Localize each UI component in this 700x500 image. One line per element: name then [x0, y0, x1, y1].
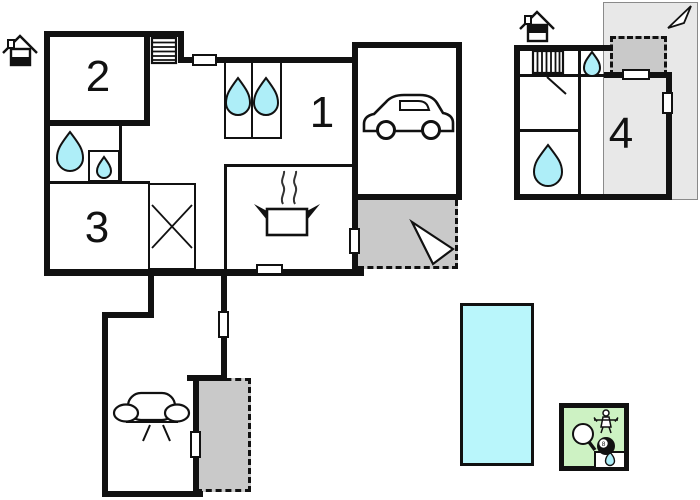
wc-box — [88, 150, 120, 182]
house-ground-floor-icon — [2, 34, 38, 67]
room-1-label: 1 — [309, 88, 335, 137]
stove-pot-icon — [254, 170, 320, 237]
wall — [352, 42, 358, 200]
wall — [119, 123, 122, 183]
lower-balcony-dashed-area — [196, 378, 251, 492]
door-opening — [349, 228, 360, 254]
wall — [224, 166, 227, 269]
stairs-icon — [150, 36, 178, 65]
wardrobe-box — [148, 183, 196, 270]
wall — [44, 31, 184, 37]
swimming-pool — [460, 303, 534, 466]
wall — [514, 45, 613, 51]
wall — [44, 120, 150, 126]
games-room-wc-box — [594, 451, 626, 469]
wall — [178, 31, 184, 63]
stairs-icon — [531, 49, 565, 75]
room-3-label: 3 — [84, 203, 110, 252]
shower-box — [224, 60, 282, 139]
wall — [102, 312, 154, 318]
wall — [352, 42, 462, 48]
house-upper-floor-icon — [519, 10, 555, 43]
wall — [187, 375, 227, 381]
wall — [224, 164, 357, 167]
car-icon — [362, 93, 455, 140]
wall — [352, 194, 462, 200]
sofa-icon — [112, 391, 191, 442]
door-opening — [190, 431, 201, 458]
wall — [224, 57, 358, 63]
wall — [44, 181, 150, 184]
wall — [251, 60, 253, 139]
room-4-label: 4 — [608, 109, 634, 158]
wall — [517, 74, 607, 77]
wall — [578, 74, 581, 197]
room-2-label: 2 — [85, 52, 111, 101]
wall — [578, 45, 581, 77]
garage-terrace-dashed-area — [358, 200, 458, 269]
door-opening — [662, 92, 673, 114]
wall — [102, 312, 108, 497]
wall — [514, 194, 672, 200]
wall — [44, 269, 364, 276]
upper-terrace-area — [603, 2, 698, 200]
door-opening — [192, 54, 217, 66]
wall — [517, 129, 581, 132]
wall — [456, 42, 462, 200]
wall — [102, 491, 203, 497]
wall — [144, 31, 150, 126]
door-opening — [218, 311, 229, 338]
door-opening — [622, 69, 650, 80]
wall — [666, 72, 672, 200]
wall — [44, 31, 50, 276]
wall — [148, 269, 154, 318]
door-swing-line — [546, 76, 567, 95]
wall — [514, 45, 520, 200]
door-opening — [256, 264, 283, 275]
